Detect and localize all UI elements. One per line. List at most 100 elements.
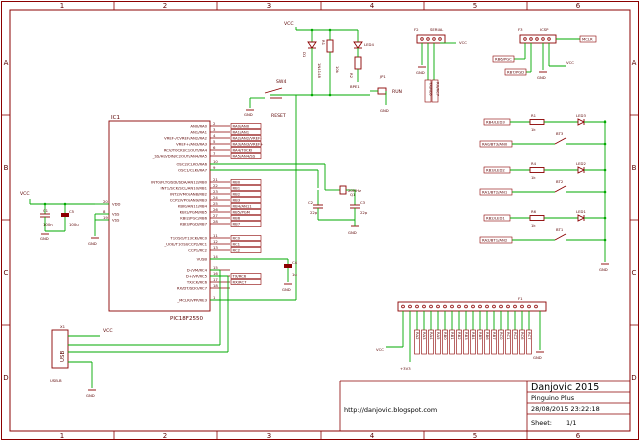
f2-name: SERIAL: [430, 27, 444, 32]
ic1-pin-number: 4: [213, 133, 216, 138]
ic1-pin-name: KBI0/AN11/RB4: [178, 204, 208, 209]
vcc-label-icsp: VCC: [566, 60, 574, 65]
f1-pin: [415, 304, 419, 309]
icsp-net-pgc: RB6/PGC: [495, 57, 512, 62]
led-ref: LED1: [576, 209, 586, 214]
ic1-net-label: RA0/AN0: [233, 124, 250, 129]
ic1-pin-number: 18: [213, 283, 218, 288]
f1-net-box: [512, 329, 518, 355]
sw4-ref: SW4: [276, 79, 286, 85]
r1-value: 10k: [335, 66, 340, 74]
ic1-net-label: RA4/T0CKI: [233, 148, 253, 153]
ic1-net-label-box: [230, 129, 262, 135]
usb-ref: X1: [60, 324, 66, 329]
usb-label: USB: [60, 350, 66, 362]
ic1-net-label-box: [230, 123, 262, 129]
col-label-4-bottom: 4: [370, 432, 375, 440]
c4-ref: C4: [292, 260, 298, 265]
title-date: 28/08/2015 23:22:18: [531, 405, 600, 413]
led-net-label: RB3/LED2: [486, 168, 505, 173]
ic1-pin-name: RX/DT/SDO/RC7: [177, 286, 208, 291]
c3-value: 22p: [360, 210, 368, 215]
f1-pin: [457, 304, 461, 309]
c5-ref: C5: [69, 209, 75, 214]
row-label-b-right: B: [632, 164, 637, 172]
ic1-net-label-box: [230, 273, 262, 279]
q1-value: 20MHz: [348, 188, 361, 193]
ic1-pin-name: KBI2/PGC/RB6: [180, 216, 207, 221]
ic1-net-label: RB3: [233, 198, 241, 203]
junction-dot: [603, 168, 607, 172]
f1-net-box: [505, 329, 511, 355]
led-resistor-value: 1k: [531, 223, 536, 228]
ic1-pin-number: 2: [213, 121, 216, 126]
led-button-section: GND RB4/LED3R11kLED3RA0/BT3/AN0BT3RB3/LE…: [479, 113, 609, 272]
led-resistor-value: 1k: [531, 127, 536, 132]
icsp-net-pgd: RB7/PGD: [507, 70, 524, 75]
ic1-pin-name: OSC2/CLKO/RA6: [176, 162, 207, 167]
f1-pin: [464, 304, 468, 309]
usb-type: USB-B: [50, 378, 62, 383]
led-symbol: [577, 214, 586, 222]
ic1-pin-number: 27: [213, 213, 218, 218]
jp1-label: RUN: [392, 89, 402, 95]
gnd-label-icsp: GND: [537, 75, 546, 80]
led-resistor: [529, 119, 545, 125]
vusb-section: C4 1u GND: [210, 258, 298, 292]
ic1-net-label: RB4/AN11: [233, 204, 253, 209]
c2-value: 22p: [310, 210, 318, 215]
ic1-pin-name: VREF+/AN3/RA3: [176, 142, 207, 147]
ic1-net-label-box: [230, 215, 262, 221]
f1-net-box: [442, 329, 448, 355]
f3-name: ICSP: [540, 27, 549, 32]
f1-net-box: [428, 329, 434, 355]
f1-pin: [513, 304, 517, 309]
title-sheet-label: Sheet:: [531, 419, 552, 427]
ic1-net-label: RA5/AN4/SS: [233, 154, 256, 159]
ic1-pin-number: 15: [213, 265, 218, 270]
ic1-pin-number: 3: [213, 127, 216, 132]
f1-pin: [443, 304, 447, 309]
ic1-part: PIC18F2550: [170, 316, 203, 322]
ic1-pin-number: 7: [213, 151, 216, 156]
row-label-d: D: [3, 374, 8, 382]
col-label-6-bottom: 6: [576, 432, 581, 440]
f1-pin: [492, 304, 496, 309]
ic1-net-label: RA3/AN3/VREF+: [233, 142, 264, 147]
ic1-left-pin-number: 20: [103, 199, 108, 204]
led-resistor-ref: R4: [531, 161, 537, 166]
f1-net-box: [498, 329, 504, 355]
ic1-pin-name: INT2/VMO/AN8/RB2: [170, 192, 207, 197]
vcc-label-serial: VCC: [459, 40, 467, 45]
power-section: VCC C1 100n C5 100u GND GND: [20, 191, 109, 246]
col-label-1: 1: [60, 2, 64, 10]
f1-net-label: RC7: [527, 332, 532, 340]
f1-pin: [499, 304, 503, 309]
ic1-pin-number: 28: [213, 219, 218, 224]
switch-symbol: [554, 233, 567, 241]
icsp-connector: F3 ICSP MCLR RB6/PGC RB7/PGD GND VCC: [492, 27, 597, 80]
plus3v3-label: +3V3: [400, 366, 411, 371]
jp1-ref: JP1: [379, 74, 386, 79]
f1-net-label: RC1: [506, 332, 511, 340]
ic1-net-label-box: [230, 241, 262, 247]
gnd-label-c4: GND: [282, 287, 291, 292]
led-resistor-value: 1k: [531, 175, 536, 180]
f1-net-label: RB2: [457, 332, 462, 340]
f1-pin: [471, 304, 475, 309]
ic1-net-label: RB5/PGM: [233, 210, 250, 215]
c2-ref: C2: [308, 200, 314, 205]
ic1-net-label: RX/RC7: [233, 280, 248, 285]
ic1-pin-name: T1OSO/T13CKI/RC0: [169, 236, 207, 241]
ic1-net-label-box: [230, 221, 262, 227]
ic1-net-label: RA1/AN1: [233, 130, 250, 135]
f1-net-label: RA5: [436, 332, 441, 340]
switch-ref: BT2: [556, 179, 564, 184]
ic1-pin-name: AN1/RA1: [190, 130, 207, 135]
r1-ref: R1: [321, 40, 326, 46]
ic1-pin-number: 12: [213, 239, 218, 244]
c1-ref: C1: [43, 208, 49, 213]
ic1-net-label-box: [230, 147, 262, 153]
